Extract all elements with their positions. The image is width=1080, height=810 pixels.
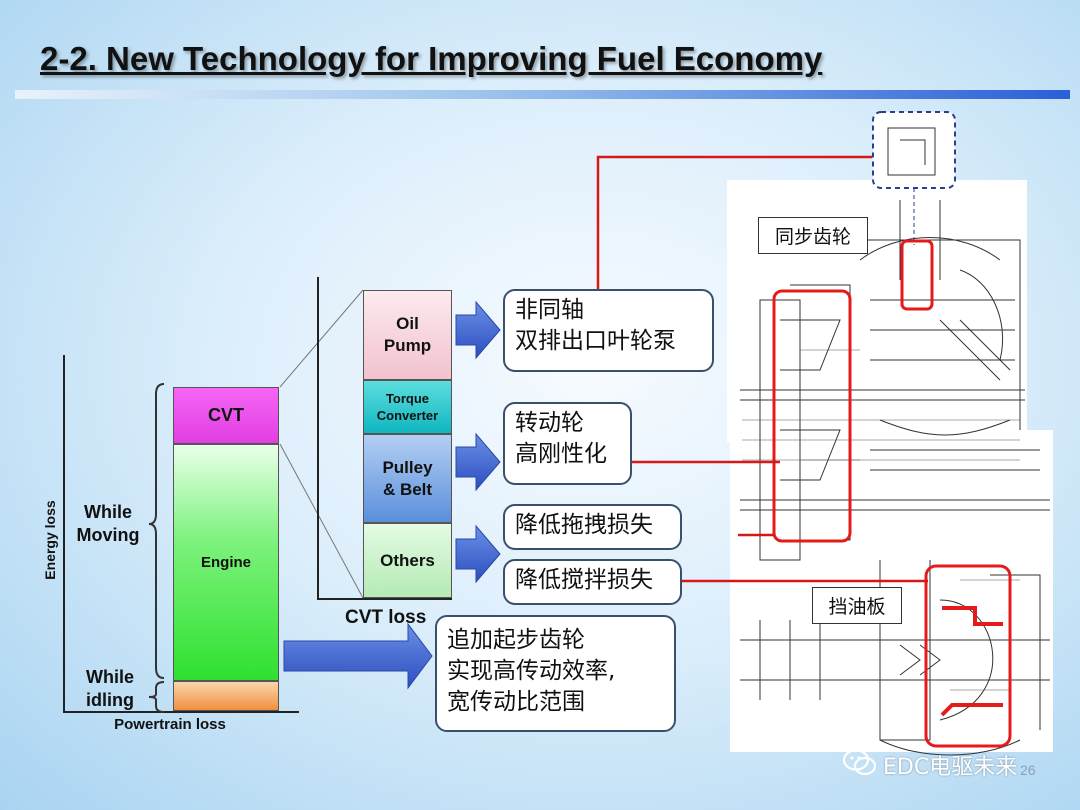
- while-idling-line2: idling: [86, 690, 134, 710]
- cvt-loss-axis-label: CVT loss: [345, 607, 427, 628]
- red-leader-lines: [596, 155, 928, 583]
- others-segment: Others: [363, 523, 452, 598]
- oil-pump-line2: Pump: [383, 336, 432, 355]
- oil-pump-line1: Oil: [396, 314, 419, 333]
- cvt-x-axis: [317, 598, 452, 600]
- callout-churning-loss-text: 降低搅拌损失: [515, 567, 653, 593]
- oil-pump-segment: Oil Pump: [363, 290, 452, 380]
- callout-oil-pump: 非同轴 双排出口叶轮泵: [503, 289, 714, 372]
- torque-converter-line1: Torque: [385, 391, 430, 406]
- sync-gear-inset: [872, 111, 956, 189]
- moving-brace: [148, 383, 165, 679]
- cvt-y-axis: [317, 277, 319, 600]
- cvt-segment: CVT: [173, 387, 279, 444]
- arrow-engine-gear: [283, 622, 433, 690]
- watermark-text: EDC电驱未来: [883, 755, 1018, 780]
- engine-segment: Engine: [173, 444, 279, 681]
- callout-pulley-line2: 高刚性化: [515, 441, 607, 467]
- callout-start-gear: 追加起步齿轮 实现高传动效率, 宽传动比范围: [435, 615, 676, 732]
- callout-pulley-line1: 转动轮: [515, 410, 584, 436]
- arrow-pulley: [455, 432, 501, 492]
- callout-drag-loss-text: 降低拖拽损失: [515, 512, 653, 538]
- idling-brace: [148, 681, 165, 713]
- while-idling-label: While idling: [72, 666, 148, 712]
- while-moving-line2: Moving: [76, 525, 140, 545]
- slide-title: 2-2. New Technology for Improving Fuel E…: [40, 40, 823, 77]
- while-moving-line1: While: [84, 502, 132, 522]
- callout-churning-loss: 降低搅拌损失: [503, 559, 682, 605]
- callout-start-gear-line2: 实现高传动效率,: [447, 658, 616, 684]
- callout-start-gear-line3: 宽传动比范围: [447, 689, 585, 715]
- callout-pulley: 转动轮 高刚性化: [503, 402, 632, 485]
- title-underline-bar: [15, 90, 1070, 99]
- while-idling-line1: While: [86, 667, 134, 687]
- powertrain-y-axis: [63, 355, 65, 713]
- page-number: 26: [1020, 762, 1036, 778]
- others-label: Others: [380, 550, 435, 570]
- pulley-belt-line2: & Belt: [382, 479, 433, 499]
- idling-segment: [173, 681, 279, 711]
- callout-oil-pump-line2: 双排出口叶轮泵: [515, 328, 676, 354]
- torque-converter-segment: Torque Converter: [363, 380, 452, 434]
- torque-converter-line2: Converter: [376, 408, 439, 423]
- callout-start-gear-line1: 追加起步齿轮: [447, 627, 585, 653]
- powertrain-x-axis: [63, 711, 299, 713]
- sync-gear-label: 同步齿轮: [758, 217, 868, 254]
- arrow-oil-pump: [455, 300, 501, 360]
- callout-oil-pump-line1: 非同轴: [515, 297, 584, 323]
- wechat-icon: [842, 749, 877, 776]
- red-highlights: [772, 239, 1012, 748]
- callout-drag-loss: 降低拖拽损失: [503, 504, 682, 550]
- pulley-belt-segment: Pulley & Belt: [363, 434, 452, 523]
- while-moving-label: While Moving: [70, 501, 146, 547]
- engine-segment-label: Engine: [200, 554, 251, 571]
- powertrain-loss-axis-label: Powertrain loss: [114, 716, 226, 733]
- cvt-segment-label: CVT: [208, 405, 244, 425]
- arrow-others: [455, 524, 501, 584]
- pulley-belt-line1: Pulley: [382, 457, 433, 477]
- oil-baffle-label: 挡油板: [812, 587, 902, 624]
